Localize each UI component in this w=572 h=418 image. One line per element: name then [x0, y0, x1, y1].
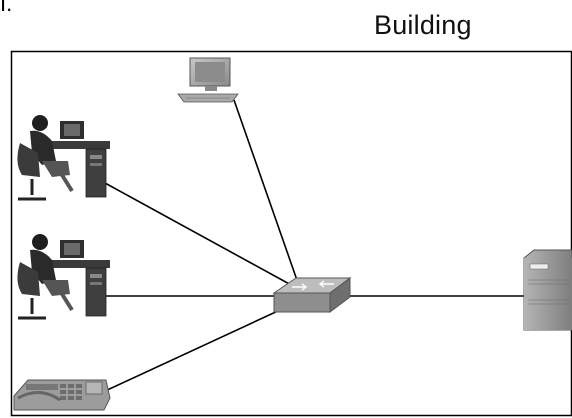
ip-phone-icon — [13, 379, 111, 411]
link-workstation-top-switch — [104, 182, 294, 287]
network-switch-icon — [272, 277, 352, 313]
link-pc-switch — [233, 99, 299, 284]
building-boundary — [10, 50, 572, 417]
server-tower-icon — [523, 249, 572, 331]
top-left-text-fragment: I. — [0, 0, 13, 16]
user-at-workstation-icon — [17, 115, 110, 201]
desktop-monitor-icon — [177, 57, 239, 103]
link-ip-phone-switch — [102, 309, 281, 393]
user-at-workstation-icon — [17, 234, 110, 320]
network-links — [102, 99, 524, 393]
building-label: Building — [374, 10, 472, 40]
